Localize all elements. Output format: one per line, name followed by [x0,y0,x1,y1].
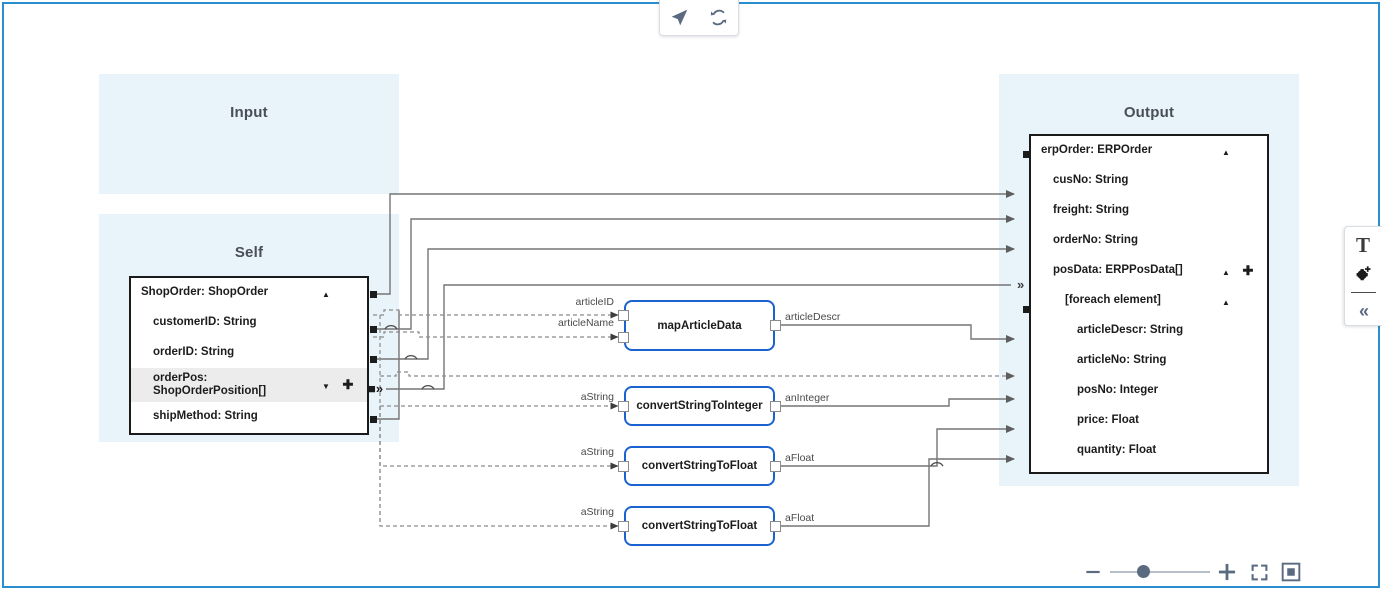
right-toolbar: T « [1344,226,1382,326]
tree-row-label: shipMethod: String [153,410,258,423]
chevron-up-icon[interactable] [315,286,337,300]
text-tool-label: T [1355,232,1370,257]
tree-row-orderno[interactable]: orderNo: String [1031,226,1267,256]
port-erporder-foreach[interactable] [1023,306,1030,313]
lane-input-title: Input [230,104,268,121]
lane-output-title: Output [1123,104,1175,121]
port-label-afloat-1: aFloat [785,452,815,464]
tree-row-label: ShopOrder: ShopOrder [141,286,269,299]
port-shoporder-orderpos[interactable]: ■» [368,381,384,396]
tree-row-posno[interactable]: posNo: Integer [1031,376,1267,406]
function-node-convertstringtofloat-1[interactable]: convertStringToFloat [624,446,775,486]
port-label-articledescr: articleDescr [785,311,841,323]
port-shoporder-orderid[interactable] [370,356,377,363]
toolbar-divider [1351,292,1376,293]
tree-row-label: articleNo: String [1077,354,1167,367]
function-node-title: convertStringToInteger [636,400,763,412]
add-function-icon[interactable] [1345,260,1381,290]
port-erporder-posdata[interactable]: » [1017,277,1025,292]
port-label-articleid: articleID [575,296,614,308]
port-label-astring-float1: aString [580,446,614,458]
port-erporder-root[interactable] [1023,151,1030,158]
double-chevron-left-icon: « [1358,300,1369,321]
tree-row-label: freight: String [1053,204,1130,217]
port-int-out-aninteger[interactable] [770,401,781,412]
fit-to-screen-icon[interactable] [1278,559,1304,585]
lane-self-title: Self [234,244,264,261]
tree-row-shipmethod[interactable]: shipMethod: String [131,402,367,432]
port-label-articlename: articleName [557,317,614,329]
tree-row-cusno[interactable]: cusNo: String [1031,166,1267,196]
port-label-astring-float2: aString [580,506,614,518]
refresh-icon[interactable] [705,4,733,32]
function-node-title: convertStringToFloat [641,520,758,532]
port-shoporder-root[interactable] [370,291,377,298]
add-icon[interactable] [1237,263,1259,279]
zoom-in-button[interactable] [1214,559,1240,585]
add-icon[interactable] [337,377,359,393]
struct-node-shoporder[interactable]: ShopOrder: ShopOrder customerID: String … [129,276,369,435]
tree-row-erporder-root[interactable]: erpOrder: ERPOrder [1031,136,1267,166]
lane-input: Input [99,74,399,194]
zoom-out-button[interactable] [1080,559,1106,585]
tree-row-shoporder-root[interactable]: ShopOrder: ShopOrder [131,278,367,308]
port-label-afloat-2: aFloat [785,512,815,524]
port-map-in-articlename[interactable] [618,332,629,343]
tree-row-articledescr[interactable]: articleDescr: String [1031,316,1267,346]
fullscreen-icon[interactable] [1246,559,1272,585]
tree-row-posdata[interactable]: posData: ERPPosData[] [1031,256,1267,286]
tree-row-label: articleDescr: String [1077,324,1184,337]
port-float1-in-astring[interactable] [618,461,629,472]
tree-row-label: orderPos:ShopOrderPosition[] [153,371,267,397]
chevron-down-icon[interactable] [315,378,337,392]
zoom-toolbar [1080,556,1304,588]
chevron-up-icon[interactable] [1215,294,1237,308]
function-node-convertstringtofloat-2[interactable]: convertStringToFloat [624,506,775,546]
port-label-astring-int: aString [580,391,614,403]
tree-row-freight[interactable]: freight: String [1031,196,1267,226]
tree-row-label: orderNo: String [1053,234,1138,247]
chevron-up-icon[interactable] [1215,264,1237,278]
collapse-panel-icon[interactable]: « [1345,296,1381,326]
tree-row-label: orderID: String [153,346,235,359]
port-shoporder-customerid[interactable] [370,326,377,333]
top-toolbar [659,0,739,36]
function-node-title: convertStringToFloat [641,460,758,472]
tree-row-foreach[interactable]: [foreach element] [1031,286,1267,316]
tree-row-label: posNo: Integer [1077,384,1159,397]
zoom-slider-knob[interactable] [1137,565,1150,578]
zoom-slider[interactable] [1110,561,1210,583]
tree-row-label: [foreach element] [1065,294,1161,307]
send-icon[interactable] [666,4,694,32]
tree-row-label: erpOrder: ERPOrder [1041,144,1153,157]
tree-row-label: quantity: Float [1077,444,1157,457]
port-float2-out-afloat[interactable] [770,521,781,532]
port-label-aninteger: anInteger [785,392,830,404]
port-map-out-articledescr[interactable] [770,320,781,331]
tree-row-label: price: Float [1077,414,1139,427]
tree-row-label: customerID: String [153,316,257,329]
function-node-convertstringtointeger[interactable]: convertStringToInteger [624,386,775,426]
zoom-slider-rail [1110,571,1210,573]
tree-row-price[interactable]: price: Float [1031,406,1267,436]
tree-row-orderid[interactable]: orderID: String [131,338,367,368]
port-int-in-astring[interactable] [618,401,629,412]
text-tool-icon[interactable]: T [1345,230,1381,260]
tree-row-label: cusNo: String [1053,174,1129,187]
tree-row-articleno[interactable]: articleNo: String [1031,346,1267,376]
port-shoporder-shipmethod[interactable] [370,416,377,423]
tree-row-quantity[interactable]: quantity: Float [1031,436,1267,466]
tree-row-label: posData: ERPPosData[] [1053,264,1183,277]
tree-row-customerid[interactable]: customerID: String [131,308,367,338]
function-node-maparticledata[interactable]: mapArticleData [624,300,775,351]
port-float2-in-astring[interactable] [618,521,629,532]
port-float1-out-afloat[interactable] [770,461,781,472]
tree-row-orderpos[interactable]: orderPos:ShopOrderPosition[] [131,368,367,402]
chevron-up-icon[interactable] [1215,144,1237,158]
struct-node-erporder[interactable]: erpOrder: ERPOrder cusNo: String freight… [1029,134,1269,474]
function-node-title: mapArticleData [657,319,742,332]
port-map-in-articleid[interactable] [618,310,629,321]
